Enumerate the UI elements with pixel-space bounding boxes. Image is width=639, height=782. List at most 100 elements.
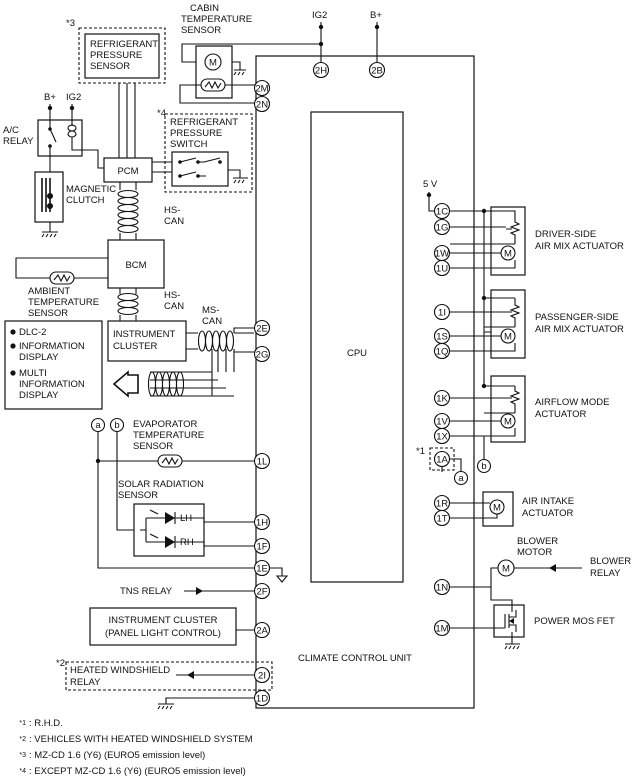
passenger-actuator-box xyxy=(490,289,526,359)
terminal-1N: 1N xyxy=(433,578,451,596)
blower-relay-label-2: RELAY xyxy=(590,568,621,579)
terminal-1C: 1C xyxy=(433,202,451,220)
ms-can-to-ccu-wires xyxy=(233,327,256,353)
terminal-2N: 2N xyxy=(253,95,271,113)
v5-label: 5 V xyxy=(423,179,438,190)
ac-relay-label-1: A/C xyxy=(3,125,19,136)
ms-can-lower-coil xyxy=(147,371,185,397)
svg-text:1E: 1E xyxy=(256,564,268,575)
svg-text:1I: 1I xyxy=(438,308,446,319)
svg-text:1H: 1H xyxy=(256,518,268,529)
unit-ground-icon xyxy=(157,697,256,710)
mark-2: *2 xyxy=(56,658,65,669)
cabin-fan-motor-icon xyxy=(204,53,222,71)
display-item-info-1: INFORMATION xyxy=(19,341,85,352)
terminal-1R: 1R xyxy=(433,494,451,512)
passenger-label-1: PASSENGER-SIDE xyxy=(535,312,619,323)
terminal-1Q: 1Q xyxy=(433,342,451,360)
evaporator-label-1: EVAPORATOR xyxy=(133,419,198,430)
svg-text:M: M xyxy=(504,332,512,343)
evaporator-wires xyxy=(97,431,256,569)
svg-text:1V: 1V xyxy=(436,417,448,428)
airflow-actuator-box xyxy=(490,375,526,443)
footnote-2: *2: VEHICLES WITH HEATED WINDSHIELD SYST… xyxy=(19,734,253,745)
hs-can-upper-label-2: CAN xyxy=(164,216,184,227)
svg-text:2N: 2N xyxy=(256,100,268,111)
terminal-1F: 1F xyxy=(253,537,271,555)
solar-lh-diode-icon xyxy=(165,512,175,524)
tns-arrow-icon xyxy=(196,587,203,595)
clutch-ground-icon xyxy=(41,222,58,238)
solar-label-1: SOLAR RADIATION xyxy=(118,479,204,490)
cabin-thermistor-wires xyxy=(179,84,256,104)
connector-b-right: b xyxy=(476,458,492,474)
refrig-sensor-label-1: REFRIGERANT xyxy=(90,39,158,50)
svg-text:1U: 1U xyxy=(436,264,448,275)
footnotes: *1: R.H.D. *2: VEHICLES WITH HEATED WIND… xyxy=(14,716,253,780)
cabin-sensor-label-3: SENSOR xyxy=(181,25,221,36)
svg-text:1K: 1K xyxy=(436,394,448,405)
evaporator-label-3: SENSOR xyxy=(133,441,173,452)
instrument-panel-label-1: INSTRUMENT CLUSTER xyxy=(108,615,217,626)
solar-label-2: SENSOR xyxy=(118,490,158,501)
bcm-box xyxy=(107,239,165,289)
ac-relay-contact xyxy=(49,120,57,156)
hs-can-lower-label-1: HS- xyxy=(164,290,180,301)
svg-text:1T: 1T xyxy=(436,514,447,525)
ambient-sensor-label-3: SENSOR xyxy=(28,308,68,319)
terminal-1T: 1T xyxy=(433,509,451,527)
blower-relay-arrow-icon xyxy=(549,564,556,572)
ig2-top-label: IG2 xyxy=(312,10,327,21)
display-item-multi-3: DISPLAY xyxy=(19,390,59,401)
passenger-pot-icon xyxy=(506,298,521,327)
terminal-1W: 1W xyxy=(433,244,451,262)
magnetic-clutch-box xyxy=(34,171,64,223)
ac-relay-coil xyxy=(67,120,104,169)
svg-text:1Q: 1Q xyxy=(436,347,449,358)
terminal-1D: 1D xyxy=(253,689,271,707)
internal-ground-icon xyxy=(270,567,289,583)
svg-text:b: b xyxy=(114,420,119,431)
display-item-multi-2: INFORMATION xyxy=(19,379,85,390)
cabin-thermistor-zigzag xyxy=(204,80,222,90)
ambient-sensor-label-1: AMBIENT xyxy=(28,286,70,297)
svg-text:1D: 1D xyxy=(256,694,268,705)
blower-motor-label-1: BLOWER xyxy=(517,536,558,547)
ig2-left-label: IG2 xyxy=(66,92,81,103)
terminal-1E: 1E xyxy=(253,559,271,577)
magnetic-clutch-label-2: CLUTCH xyxy=(66,195,105,206)
display-item-info-2: DISPLAY xyxy=(19,352,59,363)
cpu-label: CPU xyxy=(347,348,367,359)
driver-label-1: DRIVER-SIDE xyxy=(535,229,596,240)
terminal-1M: 1M xyxy=(433,619,451,637)
terminal-2A: 2A xyxy=(253,621,271,639)
svg-text:1M: 1M xyxy=(435,624,448,635)
refrig-switch-wires xyxy=(152,161,248,184)
terminal-1I: 1I xyxy=(433,303,451,321)
airflow-actuator-wires xyxy=(450,385,516,437)
terminal-1K: 1K xyxy=(433,389,451,407)
cabin-sensor-label-2: TEMPERATURE xyxy=(181,14,252,25)
heated-ws-label-1: HEATED WINDSHIELD xyxy=(70,665,170,676)
refrig-sensor-label-3: SENSOR xyxy=(90,61,130,72)
terminal-2G: 2G xyxy=(253,345,271,363)
svg-text:1G: 1G xyxy=(436,223,449,234)
passenger-actuator-wires xyxy=(450,297,516,352)
terminal-1G: 1G xyxy=(433,218,451,236)
driver-actuator-wires xyxy=(450,210,516,269)
terminal-2I: 2I xyxy=(253,666,271,684)
svg-text:2E: 2E xyxy=(256,324,268,335)
terminal-2F: 2F xyxy=(253,582,271,600)
svg-text:1S: 1S xyxy=(436,332,448,343)
relay-power-wires xyxy=(49,104,73,120)
svg-text:2I: 2I xyxy=(258,671,266,682)
unit-label: CLIMATE CONTROL UNIT xyxy=(298,653,412,664)
airflow-label-1: AIRFLOW MODE xyxy=(535,397,609,408)
blower-motor-label-2: MOTOR xyxy=(517,547,552,558)
instrument-cluster-label-2: CLUSTER xyxy=(113,341,157,352)
svg-text:M: M xyxy=(504,249,512,260)
svg-text:1X: 1X xyxy=(436,432,448,443)
airflow-label-2: ACTUATOR xyxy=(535,409,587,420)
air-intake-wires xyxy=(450,502,498,519)
driver-label-2: AIR MIX ACTUATOR xyxy=(535,241,624,252)
